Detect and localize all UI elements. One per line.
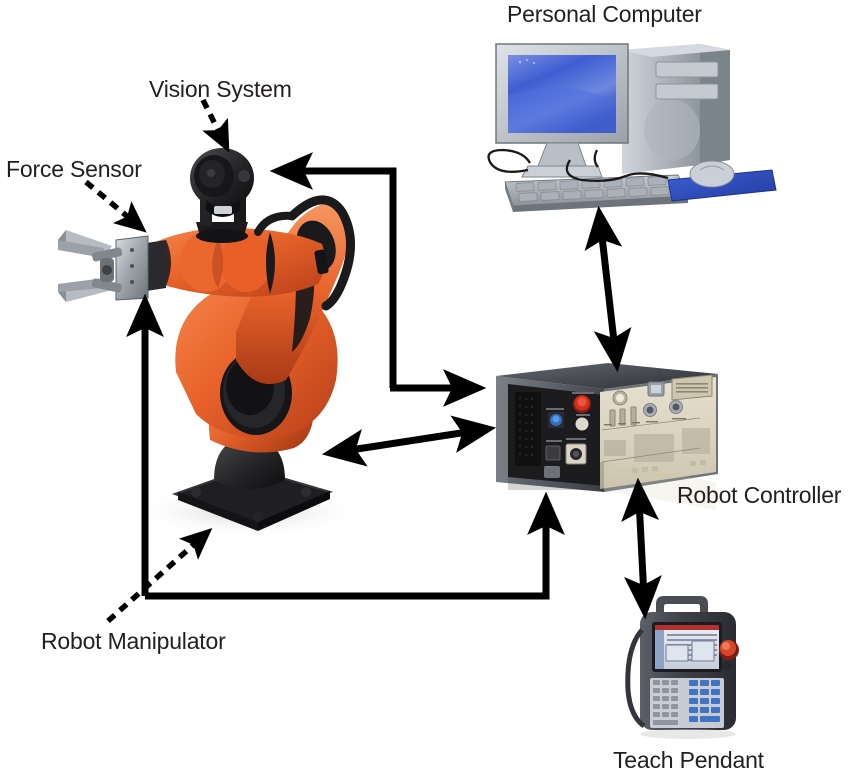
label-force-sensor: Force Sensor: [6, 156, 142, 182]
pc-monitor: [495, 43, 629, 178]
label-robot-manipulator: Robot Manipulator: [41, 628, 226, 654]
camera: [190, 148, 254, 243]
label-robot-controller: Robot Controller: [677, 482, 842, 508]
pc-mouse: [667, 160, 777, 202]
label-vision-system: Vision System: [149, 76, 292, 102]
controller-bottom-feed-arrow: [145, 491, 565, 600]
robot-manipulator-callout-arrow: [106, 528, 213, 624]
pc-tower: [622, 44, 730, 174]
controller-to-vision-arrow: [269, 152, 397, 388]
label-personal-computer: Personal Computer: [507, 1, 702, 27]
controller-chassis: [496, 363, 718, 492]
pc-cables: [487, 148, 669, 183]
pc-keyboard: [504, 174, 689, 212]
gripper: [58, 230, 149, 302]
pc-controller-bidirectional-arrow: [584, 205, 632, 373]
robot-controller-bidirectional-arrow: [321, 415, 497, 467]
vision-system-callout-arrow: [200, 98, 230, 153]
controller-pendant-bidirectional-arrow: [621, 477, 662, 620]
robot-base: [172, 425, 333, 531]
pendant-body: [625, 596, 739, 730]
label-teach-pendant: Teach Pendant: [613, 747, 764, 773]
force-sensor-callout-arrow: [84, 179, 147, 233]
